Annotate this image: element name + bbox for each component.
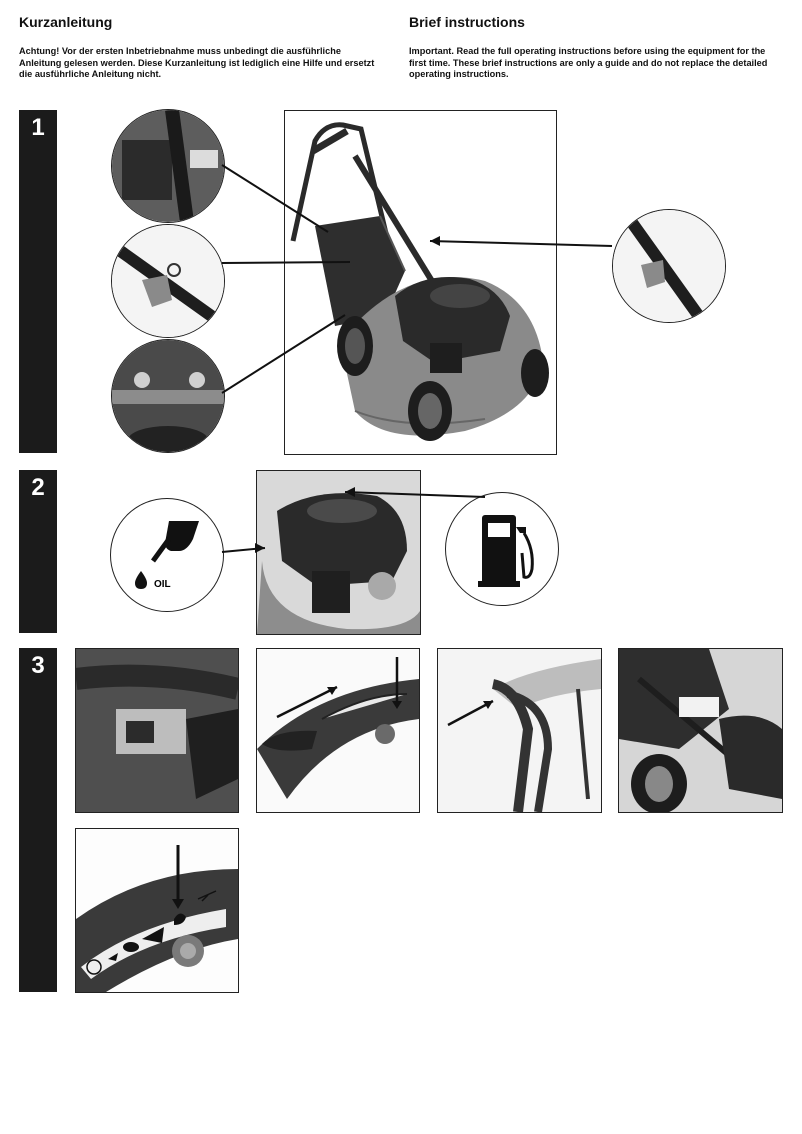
detail-circle-handle-knob xyxy=(111,224,225,338)
fuel-pump-icon xyxy=(478,515,534,587)
step-2-bar: 2 xyxy=(19,470,57,633)
step-1-number: 1 xyxy=(31,114,45,141)
step-3-number: 3 xyxy=(31,652,45,679)
step-1-bar: 1 xyxy=(19,110,57,453)
mower-assembly-image xyxy=(284,110,557,455)
detail-circle-cable-knob xyxy=(612,209,726,323)
detail-circle-handle-bolt xyxy=(111,109,225,223)
intro-text-english: Important. Read the full operating instr… xyxy=(409,46,768,79)
step3-cable-connector-image xyxy=(75,648,239,813)
oil-can-icon xyxy=(150,521,199,563)
step3-throttle-detail-image xyxy=(75,828,239,993)
oil-icon-circle: OIL xyxy=(110,498,224,612)
arrow-icon xyxy=(276,685,338,719)
oil-label: OIL xyxy=(154,579,171,590)
step-3-bar: 3 xyxy=(19,648,57,992)
title-english: Brief instructions xyxy=(409,14,525,30)
turtle-icon xyxy=(123,942,139,952)
step-2-number: 2 xyxy=(31,474,45,501)
intro-text-german: Achtung! Vor der ersten Inbetriebnahme m… xyxy=(19,46,375,79)
step3-safety-bar-image xyxy=(437,648,602,813)
step3-throttle-lever-image xyxy=(256,648,420,813)
hare-icon xyxy=(174,913,186,925)
engine-fill-image xyxy=(256,470,421,635)
stop-icon xyxy=(86,959,102,975)
detail-circle-mount-screws xyxy=(111,339,225,453)
title-german: Kurzanleitung xyxy=(19,14,113,30)
choke-icon xyxy=(197,890,217,902)
fuel-icon-circle xyxy=(445,492,559,606)
step3-mower-start-image xyxy=(618,648,783,813)
oil-drop-icon xyxy=(135,571,147,589)
